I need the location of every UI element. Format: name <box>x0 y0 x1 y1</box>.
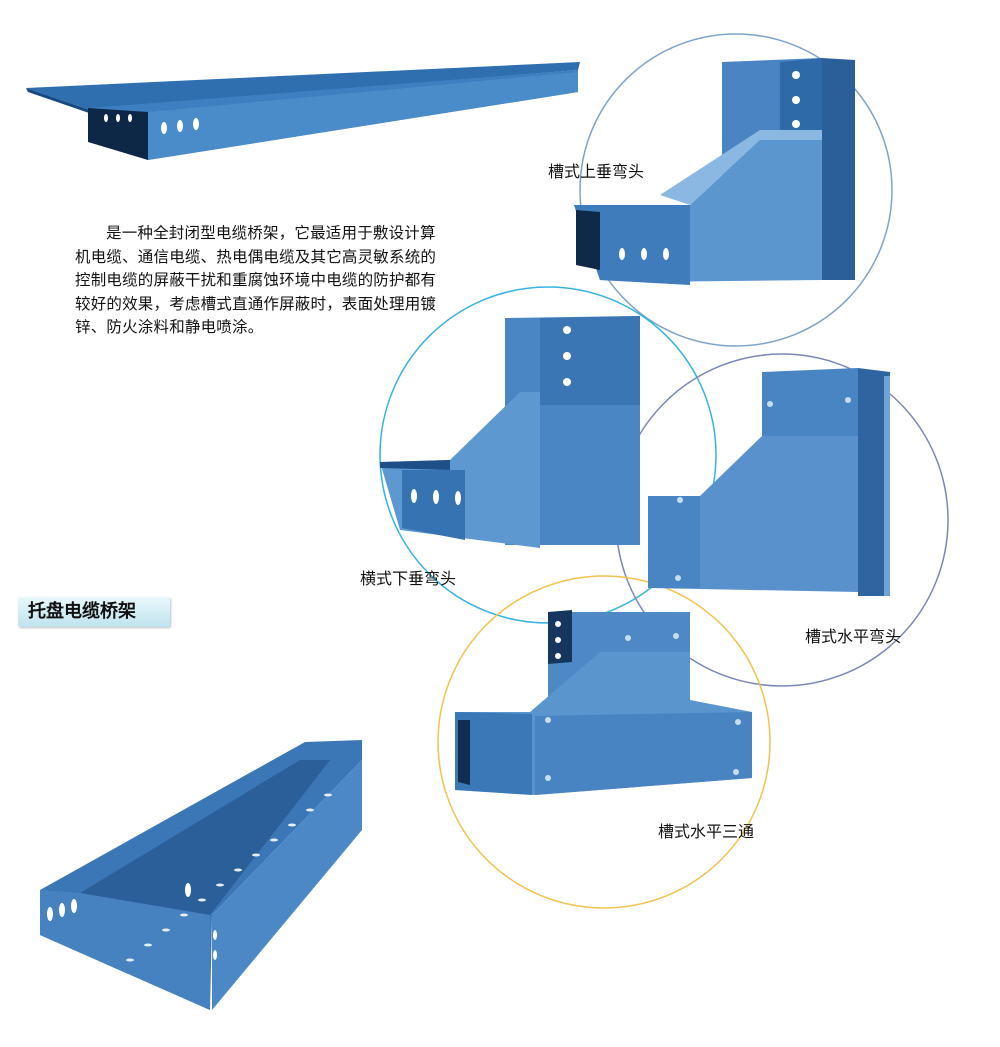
description-text: 是一种全封闭型电缆桥架，它最适用于敷设计算机电缆、通信电缆、热电偶电缆及其它高灵… <box>75 222 445 340</box>
label-horizontal-elbow: 槽式水平弯头 <box>805 627 902 646</box>
label-lower-elbow: 横式下垂弯头 <box>360 569 457 588</box>
description-paragraph: 是一种全封闭型电缆桥架，它最适用于敷设计算机电缆、通信电缆、热电偶电缆及其它高灵… <box>75 224 437 336</box>
section-title: 托盘电缆桥架 <box>18 597 170 627</box>
label-upper-elbow: 槽式上垂弯头 <box>548 162 645 181</box>
label-horizontal-tee: 槽式水平三通 <box>658 822 755 841</box>
